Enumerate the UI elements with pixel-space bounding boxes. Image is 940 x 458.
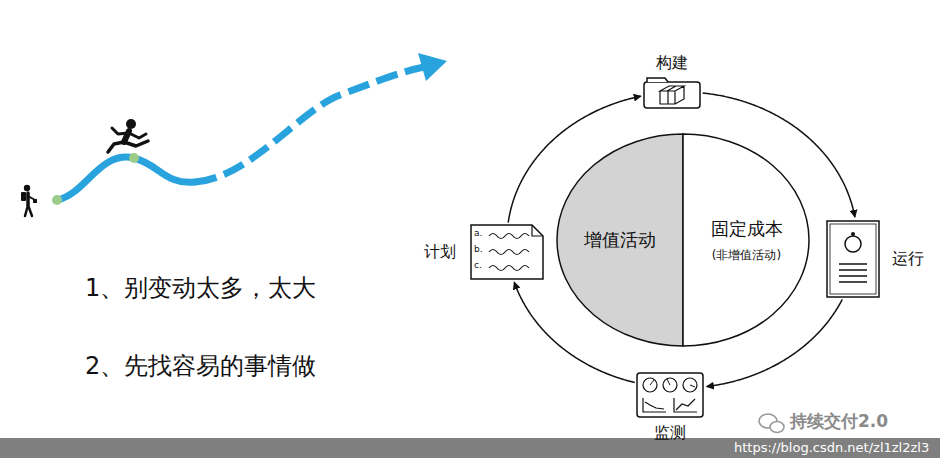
monitor-icon-box: 监测 [636,372,704,418]
journey-dashed-path [195,67,424,182]
milestone-dot [129,153,139,163]
node-text: (非增值活动) [712,248,781,262]
node-label: 增值活动 [584,229,656,251]
node-label: 运行 [892,249,924,268]
value-half-ellipse: 增值活动 [556,133,683,347]
node-label: 固定成本 [711,219,783,241]
plan-icon-box: 计划a.b.c. [470,224,544,280]
footer-bar [0,438,940,458]
build-icon-box: 构建 [643,77,701,109]
journey-arrowhead [418,53,447,81]
watermark: 持续交付2.0 [790,411,888,431]
note-text: 2、先找容易的事情做 [85,352,316,381]
node-outline [683,133,810,347]
node-label: 监测 [654,423,686,442]
node-outline [636,372,704,418]
node-label: 计划 [424,242,456,261]
node-label: 构建 [656,53,688,72]
cost-half-ellipse: 固定成本 (非增值活动) [683,133,810,347]
run-icon-box: 运行 [826,220,880,298]
jumper-figure [108,119,148,152]
milestone-dot [52,195,62,205]
node-text: b. [474,244,483,255]
node-text: a. [474,228,482,239]
node-outline [643,77,701,109]
journey-path [57,157,195,200]
source-url: https://blog.csdn.net/zl1zl2zl3 [734,440,929,456]
walker-figure [21,185,37,216]
wechat-icon [759,414,784,433]
note-text: 1、别变动太多，太大 [85,274,316,303]
node-text: c. [474,260,482,271]
node-outline [826,220,880,298]
